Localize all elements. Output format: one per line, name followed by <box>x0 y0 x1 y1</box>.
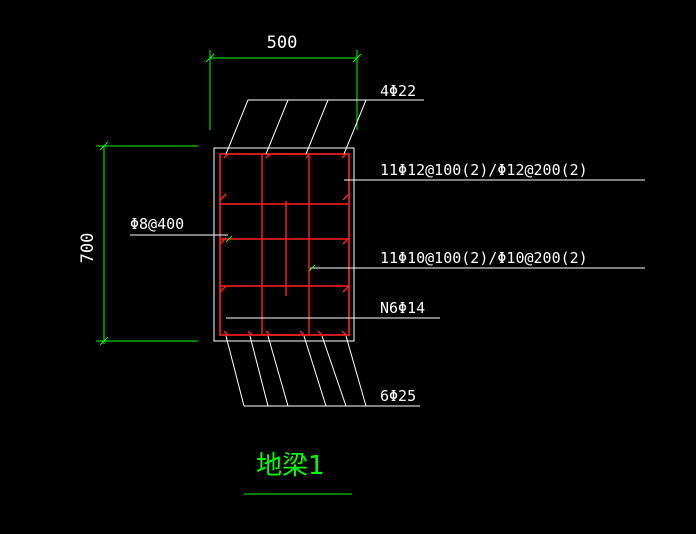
top-bars-label: 4Φ22 <box>380 82 416 100</box>
width-dimension: 500 <box>205 33 362 130</box>
bottom-bars-label: 6Φ25 <box>380 387 416 405</box>
title-text: 地梁1 <box>256 451 325 481</box>
leader-side-bars: N6Φ14 <box>226 299 440 319</box>
width-dim-text: 500 <box>267 33 298 53</box>
leader-main-stirrup: 11Φ12@100(2)/Φ12@200(2) <box>344 161 645 181</box>
side-bar-marks <box>219 193 350 293</box>
height-dim-text: 700 <box>78 233 98 264</box>
main-stirrup-label: 11Φ12@100(2)/Φ12@200(2) <box>380 161 588 179</box>
leader-bottom-bars: 6Φ25 <box>225 335 420 407</box>
side-bars-label: N6Φ14 <box>380 299 425 317</box>
leader-top-bars: 4Φ22 <box>225 82 424 155</box>
height-dimension: 700 <box>78 141 198 346</box>
rebar-cage <box>219 153 350 336</box>
secondary-stirrup-label: 11Φ10@100(2)/Φ10@200(2) <box>380 249 588 267</box>
tie-bars-label: Φ8@400 <box>130 215 184 233</box>
leader-secondary-stirrup: 11Φ10@100(2)/Φ10@200(2) <box>308 249 645 272</box>
drawing-title: 地梁1 <box>244 451 352 495</box>
bottom-bar-marks <box>223 330 347 336</box>
leader-tie-bars: Φ8@400 <box>130 215 233 243</box>
top-bar-marks <box>223 153 347 159</box>
beam-outline <box>213 147 355 342</box>
